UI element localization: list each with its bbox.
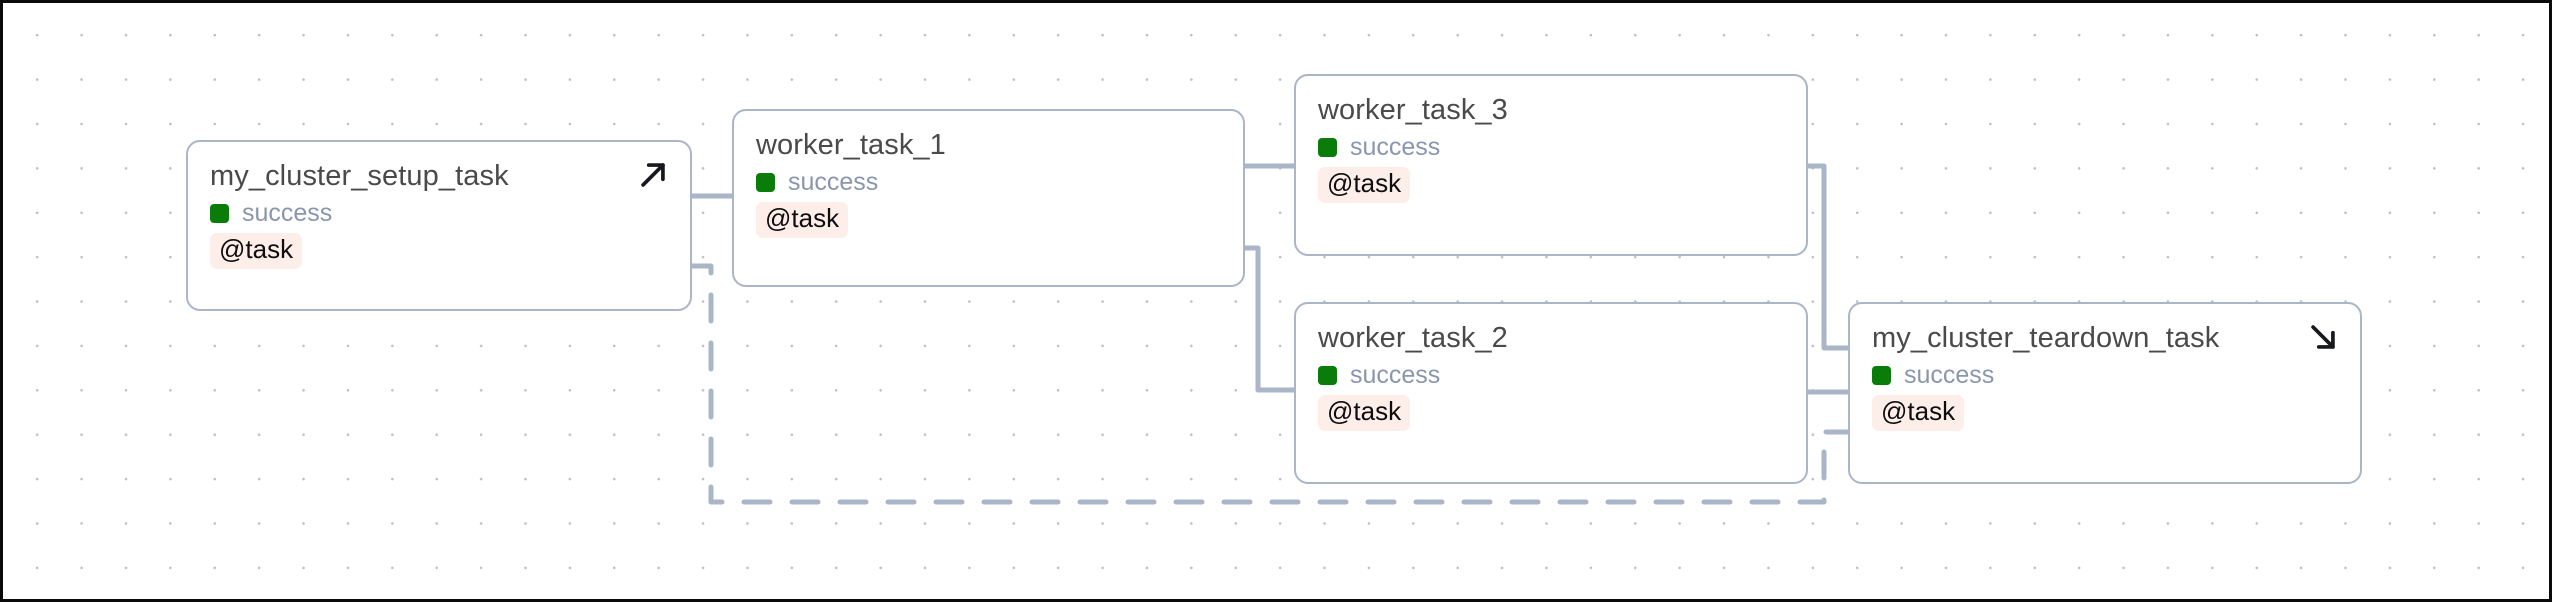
node-my-cluster-teardown-task[interactable]: my_cluster_teardown_task success @task xyxy=(1848,302,2362,484)
status-success-icon xyxy=(1872,365,1891,385)
status-label: success xyxy=(1904,360,1995,389)
node-title: worker_task_3 xyxy=(1318,94,1508,126)
status-success-icon xyxy=(1318,137,1337,157)
node-badge-row: @task xyxy=(1872,395,2338,431)
node-worker-task-1[interactable]: worker_task_1 success @task xyxy=(732,109,1245,287)
node-title: my_cluster_teardown_task xyxy=(1872,322,2220,354)
node-badge-row: @task xyxy=(1318,167,1784,203)
task-badge: @task xyxy=(210,233,303,269)
node-my-cluster-setup-task[interactable]: my_cluster_setup_task success @task xyxy=(186,140,692,311)
status-label: success xyxy=(242,198,333,227)
edge-worker1-to-worker2 xyxy=(1242,245,1297,393)
node-status: success xyxy=(756,167,1221,197)
status-success-icon xyxy=(756,172,775,192)
status-label: success xyxy=(1350,360,1441,389)
arrow-up-right-icon[interactable] xyxy=(636,158,670,192)
task-badge: @task xyxy=(1872,395,1965,431)
edge-worker3-to-teardown xyxy=(1805,163,1851,351)
node-badge-row: @task xyxy=(756,202,1221,238)
node-title: worker_task_1 xyxy=(756,129,946,161)
status-success-icon xyxy=(1318,365,1337,385)
node-status: success xyxy=(210,198,668,228)
edge-setup-to-teardown xyxy=(689,263,1851,505)
dot-grid-background xyxy=(3,3,2549,599)
task-badge: @task xyxy=(1318,395,1411,431)
status-label: success xyxy=(788,167,879,196)
node-title: worker_task_2 xyxy=(1318,322,1508,354)
node-worker-task-2[interactable]: worker_task_2 success @task xyxy=(1294,302,1808,484)
node-badge-row: @task xyxy=(210,233,668,269)
status-label: success xyxy=(1350,132,1441,161)
task-badge: @task xyxy=(1318,167,1411,203)
node-status: success xyxy=(1872,360,2338,390)
node-status: success xyxy=(1318,132,1784,162)
node-badge-row: @task xyxy=(1318,395,1784,431)
arrow-down-right-icon[interactable] xyxy=(2306,320,2340,354)
node-worker-task-3[interactable]: worker_task_3 success @task xyxy=(1294,74,1808,256)
node-title: my_cluster_setup_task xyxy=(210,160,509,192)
node-status: success xyxy=(1318,360,1784,390)
status-success-icon xyxy=(210,203,229,223)
task-badge: @task xyxy=(756,202,849,238)
